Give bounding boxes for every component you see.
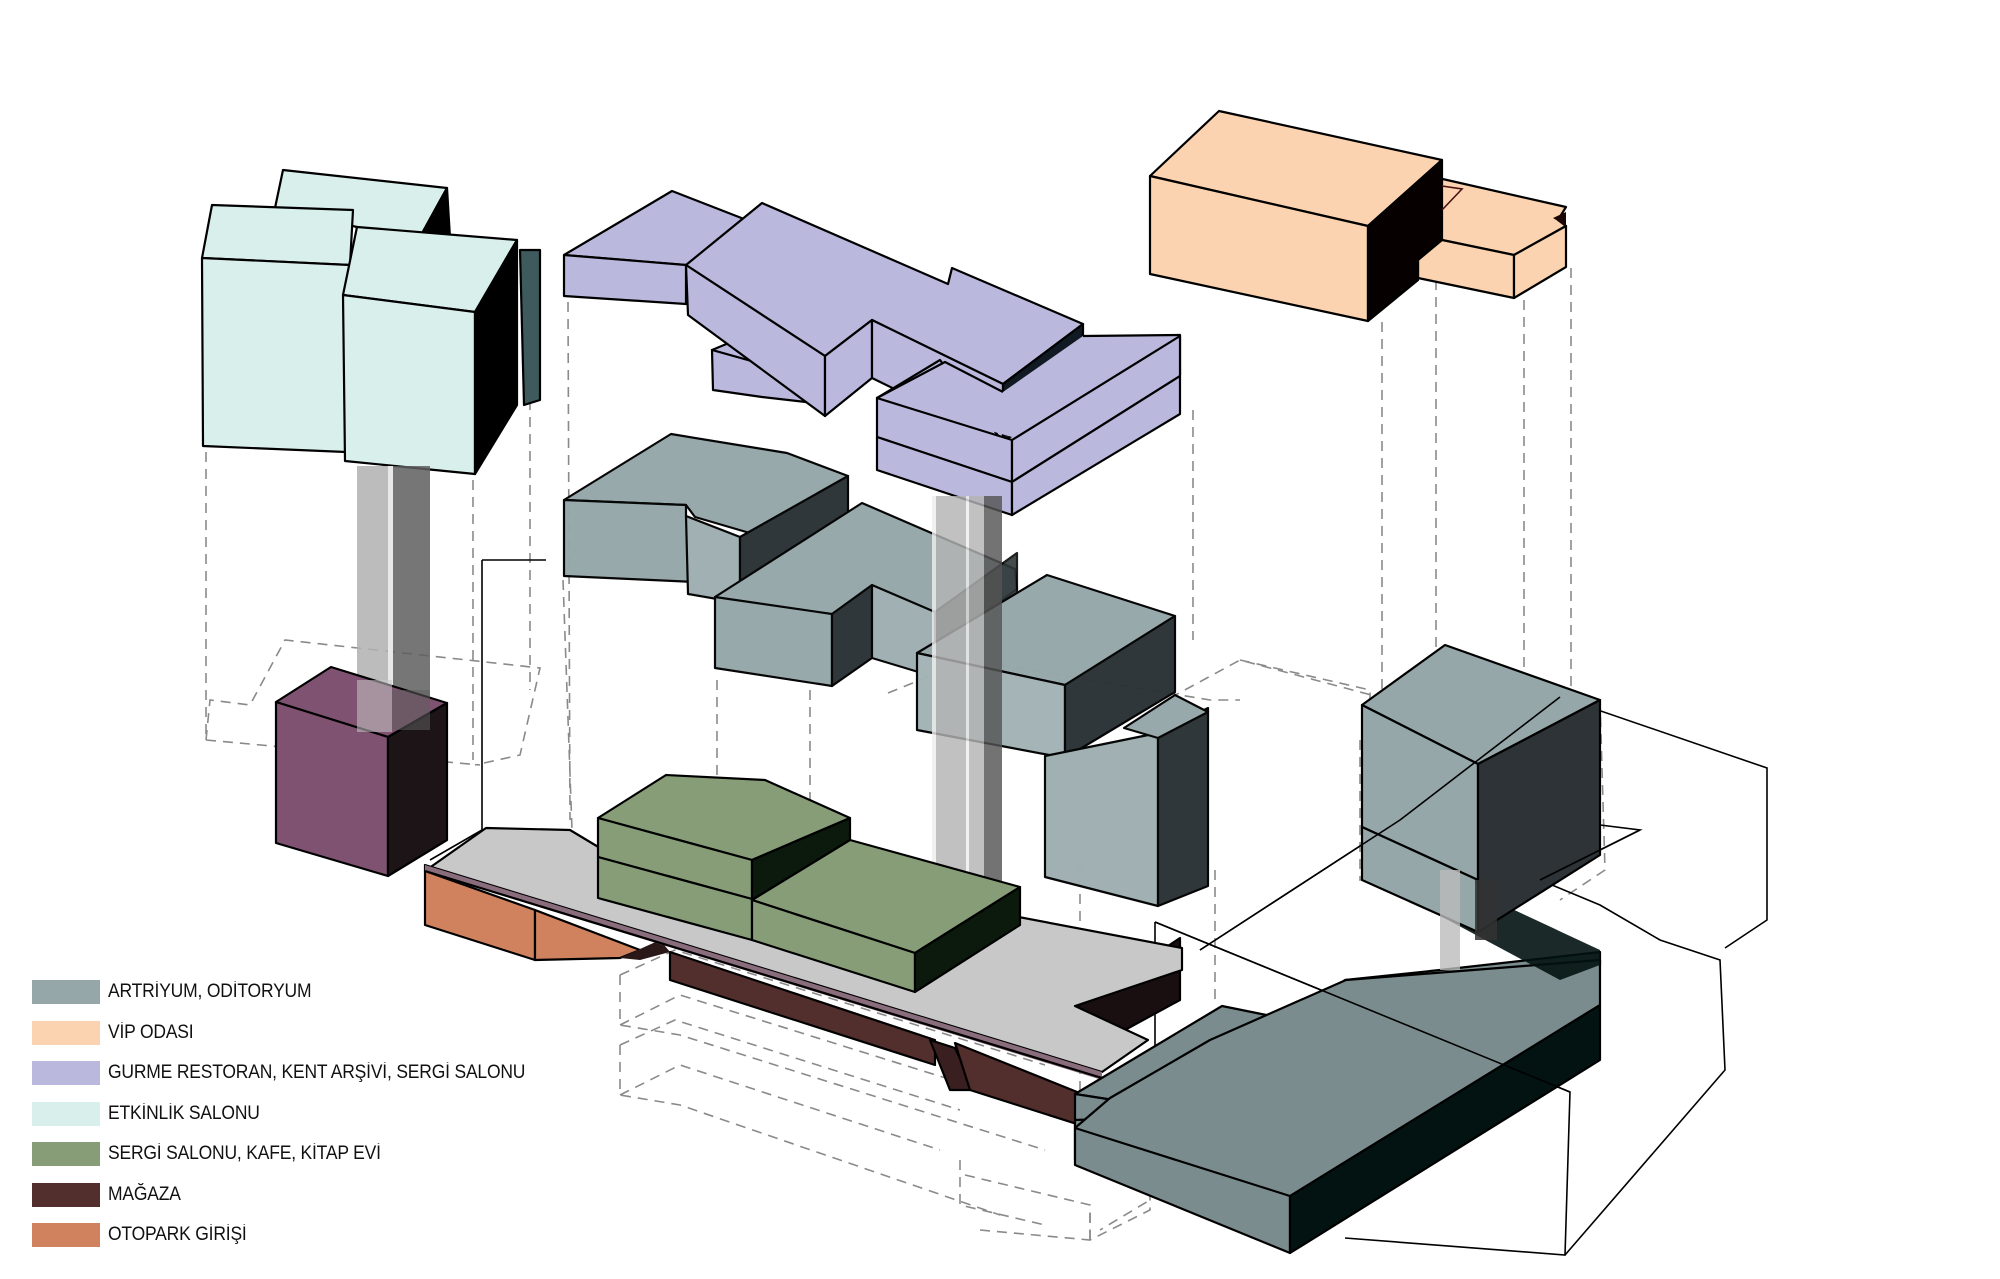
restaurant-right-side-2 — [1010, 374, 1182, 517]
event-hall-block — [200, 168, 542, 476]
core-center — [932, 496, 1002, 888]
atrium-cube-right — [1360, 643, 1602, 970]
restaurant-block — [562, 189, 1182, 517]
legend-label-parking: OTOPARK GİRİŞİ — [108, 1224, 247, 1246]
atrium-base-block — [1073, 880, 1602, 1255]
legend-swatch-event — [32, 1101, 100, 1126]
legend-item-atrium: ARTRİYUM, ODİTORYUM — [32, 972, 562, 1013]
event-hall-left-front — [200, 256, 352, 454]
restaurant-right-top-main — [877, 335, 1180, 437]
legend-label-vip: VİP ODASI — [108, 1021, 194, 1043]
gallery-block — [596, 773, 1022, 994]
legend-label-event: ETKİNLİK SALONU — [108, 1102, 260, 1124]
gallery-front-side — [913, 885, 1022, 994]
legend-item-store: MAĞAZA — [32, 1175, 562, 1216]
legend-swatch-gallery — [32, 1142, 100, 1167]
vip-main-side — [1366, 158, 1444, 323]
legend-label-gallery: SERGİ SALONU, KAFE, KİTAP EVİ — [108, 1143, 381, 1165]
legend-swatch-vip — [32, 1020, 100, 1045]
legend-item-gallery: SERGİ SALONU, KAFE, KİTAP EVİ — [32, 1134, 562, 1175]
vip-annex-notch — [1553, 212, 1566, 226]
event-hall-right-front — [341, 293, 477, 476]
legend-item-event: ETKİNLİK SALONU — [32, 1094, 562, 1135]
legend-swatch-store — [32, 1182, 100, 1207]
legend-label-atrium: ARTRİYUM, ODİTORYUM — [108, 981, 312, 1003]
legend-item-restaurant: GURME RESTORAN, KENT ARŞİVİ, SERGİ SALON… — [32, 1053, 562, 1094]
vip-annex-side — [1512, 224, 1568, 300]
legend-item-vip: VİP ODASI — [32, 1013, 562, 1054]
atrium-mid-front — [713, 595, 834, 688]
store-underside — [668, 950, 937, 1067]
cube-side — [1476, 698, 1602, 934]
legend-swatch-atrium — [32, 980, 100, 1005]
base-side — [1288, 1003, 1602, 1255]
event-hall-left-top — [200, 203, 355, 267]
atrium-right-side — [1063, 614, 1177, 760]
atrium-tower-top — [1122, 693, 1210, 740]
legend-swatch-restaurant — [32, 1061, 100, 1086]
legend-swatch-parking — [32, 1223, 100, 1248]
legend-label-store: MAĞAZA — [108, 1183, 181, 1205]
legend-label-restaurant: GURME RESTORAN, KENT ARŞİVİ, SERGİ SALON… — [108, 1062, 526, 1084]
atrium-tower-front — [1043, 731, 1160, 908]
legend-item-parking: OTOPARK GİRİŞİ — [32, 1215, 562, 1256]
restaurant-left-wing-front — [562, 253, 688, 306]
atrium-left-front — [562, 498, 697, 584]
legend: ARTRİYUM, ODİTORYUM VİP ODASI GURME REST… — [32, 972, 562, 1256]
event-hall-right-side — [473, 238, 519, 476]
event-hall-side-panel — [518, 248, 542, 407]
vip-block — [1148, 109, 1568, 323]
atrium-tower-side — [1156, 706, 1210, 908]
purple-core-block — [274, 665, 449, 878]
site-outline-overlay — [1154, 696, 1641, 1093]
